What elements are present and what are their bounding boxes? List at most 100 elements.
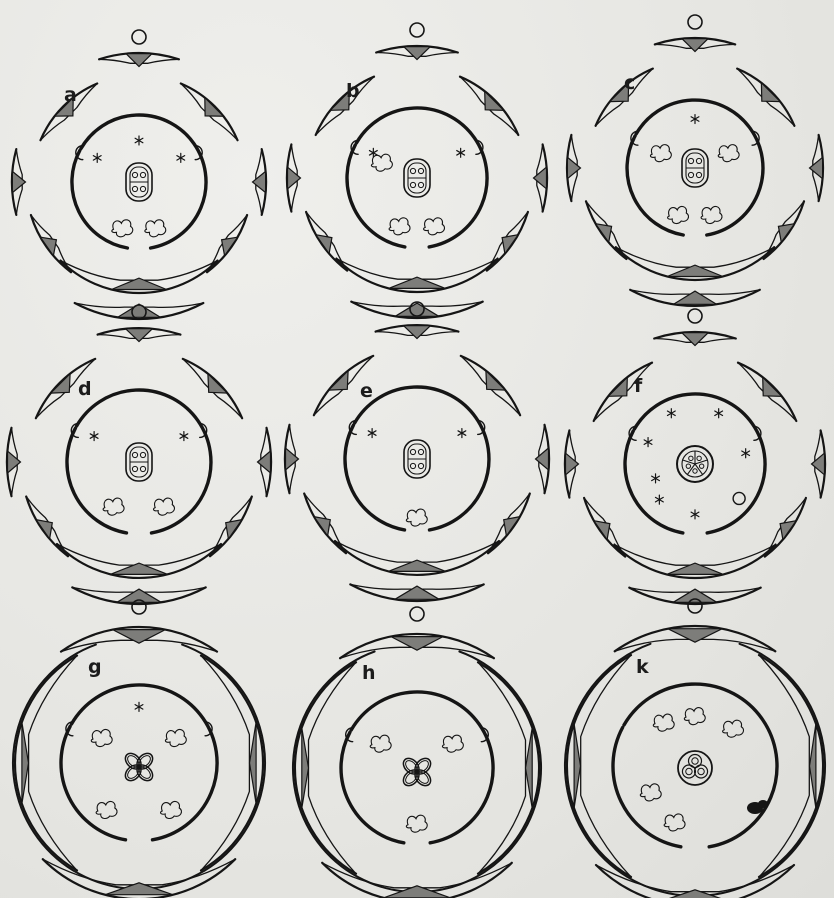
petal-lower-left bbox=[304, 494, 346, 554]
keel-hatch bbox=[113, 630, 166, 644]
ovule bbox=[418, 463, 423, 468]
panel-c-diagram bbox=[556, 0, 834, 299]
panel-b: b bbox=[278, 0, 556, 299]
petal-upper-right bbox=[183, 359, 242, 418]
anther bbox=[406, 815, 427, 832]
petal-lower-left bbox=[584, 498, 625, 557]
outer-sepal-right bbox=[812, 430, 826, 497]
panel-label-h: h bbox=[362, 664, 376, 683]
ovary bbox=[682, 149, 708, 187]
ovule bbox=[418, 168, 423, 173]
anther bbox=[718, 145, 739, 162]
panel-a: a bbox=[0, 0, 278, 299]
keel-hatch bbox=[682, 333, 708, 346]
anther bbox=[96, 801, 117, 818]
ovule bbox=[693, 469, 697, 473]
perianth-segment-inner bbox=[581, 655, 631, 877]
panel-a-diagram bbox=[0, 0, 278, 299]
sepal-left bbox=[295, 662, 356, 873]
anther bbox=[165, 729, 186, 746]
reduced-stamen-star bbox=[652, 474, 660, 483]
panel-d: d bbox=[0, 299, 278, 598]
ovule bbox=[699, 464, 703, 468]
keel-hatch bbox=[286, 448, 299, 470]
anther bbox=[684, 708, 705, 725]
panel-label-g: g bbox=[88, 658, 102, 677]
petal-lower bbox=[61, 261, 218, 294]
petal-lower bbox=[335, 541, 499, 575]
ovule bbox=[140, 186, 145, 191]
petal-upper-right bbox=[460, 77, 518, 135]
ovary bbox=[678, 751, 712, 785]
ovule bbox=[688, 172, 693, 177]
anther bbox=[668, 206, 689, 223]
keel-hatch bbox=[126, 54, 152, 67]
main-ring-right bbox=[356, 108, 487, 247]
panel-d-diagram bbox=[0, 299, 278, 598]
ovary bbox=[126, 443, 152, 481]
keel-hatch bbox=[682, 39, 708, 52]
reduced-stamen-star bbox=[93, 153, 101, 162]
ink-blot bbox=[758, 800, 768, 808]
panel-f: f bbox=[556, 299, 834, 598]
ovary bbox=[122, 750, 155, 783]
anther bbox=[154, 498, 175, 515]
anther bbox=[640, 784, 661, 801]
main-ring-left bbox=[627, 136, 683, 235]
outer-sepal-right bbox=[534, 144, 548, 211]
petal-lower bbox=[616, 247, 774, 280]
sepal-left bbox=[15, 656, 77, 871]
ovule bbox=[140, 172, 145, 177]
ovary bbox=[677, 446, 713, 482]
keel-hatch bbox=[36, 520, 52, 539]
panel-g: g bbox=[0, 598, 278, 897]
reduced-stamen-star bbox=[180, 432, 188, 441]
keel-hatch bbox=[302, 728, 309, 808]
keel-hatch bbox=[566, 453, 579, 475]
outer-sepal-left bbox=[12, 149, 26, 215]
main-ring-left bbox=[341, 732, 404, 843]
reduced-stamen-star bbox=[177, 153, 185, 162]
petal-upper-right bbox=[181, 84, 238, 141]
petal-lower bbox=[336, 259, 497, 292]
panel-label-d: d bbox=[78, 380, 92, 399]
keel-hatch bbox=[51, 374, 70, 393]
ovule bbox=[132, 186, 137, 191]
reduced-stamen-star bbox=[369, 148, 377, 157]
panel-h: h bbox=[278, 598, 556, 897]
ovule bbox=[692, 758, 698, 764]
reduced-stamen-star bbox=[458, 429, 466, 438]
outer-sepal-left bbox=[7, 428, 21, 496]
keel-hatch bbox=[258, 451, 271, 473]
ovule bbox=[132, 172, 137, 177]
keel-hatch bbox=[534, 167, 547, 189]
keel-hatch bbox=[391, 637, 443, 651]
keel-hatch bbox=[608, 377, 627, 396]
keel-hatch bbox=[502, 235, 518, 254]
petal-lower-right bbox=[210, 497, 252, 557]
keel-hatch bbox=[404, 47, 430, 60]
keel-hatch bbox=[778, 224, 794, 243]
petal-upper-right bbox=[461, 356, 520, 415]
axis-circle bbox=[410, 23, 424, 37]
keel-hatch bbox=[810, 724, 816, 808]
keel-hatch bbox=[596, 224, 612, 243]
reduced-stamen-star bbox=[135, 136, 143, 145]
keel-hatch bbox=[780, 521, 796, 540]
outer-sepal-right bbox=[253, 149, 267, 215]
ovule bbox=[410, 168, 415, 173]
petal-lower-left bbox=[26, 497, 68, 557]
keel-hatch bbox=[404, 326, 431, 339]
anther bbox=[442, 735, 463, 752]
outer-sepal-left bbox=[565, 430, 579, 497]
perianth-segment-inner bbox=[201, 656, 249, 871]
panel-label-a: a bbox=[64, 86, 77, 105]
main-ring-left bbox=[61, 726, 126, 839]
outer-sepal-right bbox=[810, 135, 823, 201]
main-ring-left bbox=[72, 151, 127, 249]
panel-c: c bbox=[556, 0, 834, 299]
ovule bbox=[410, 182, 415, 187]
keel-hatch bbox=[250, 722, 257, 804]
locule bbox=[695, 765, 708, 778]
ovule bbox=[132, 466, 137, 471]
